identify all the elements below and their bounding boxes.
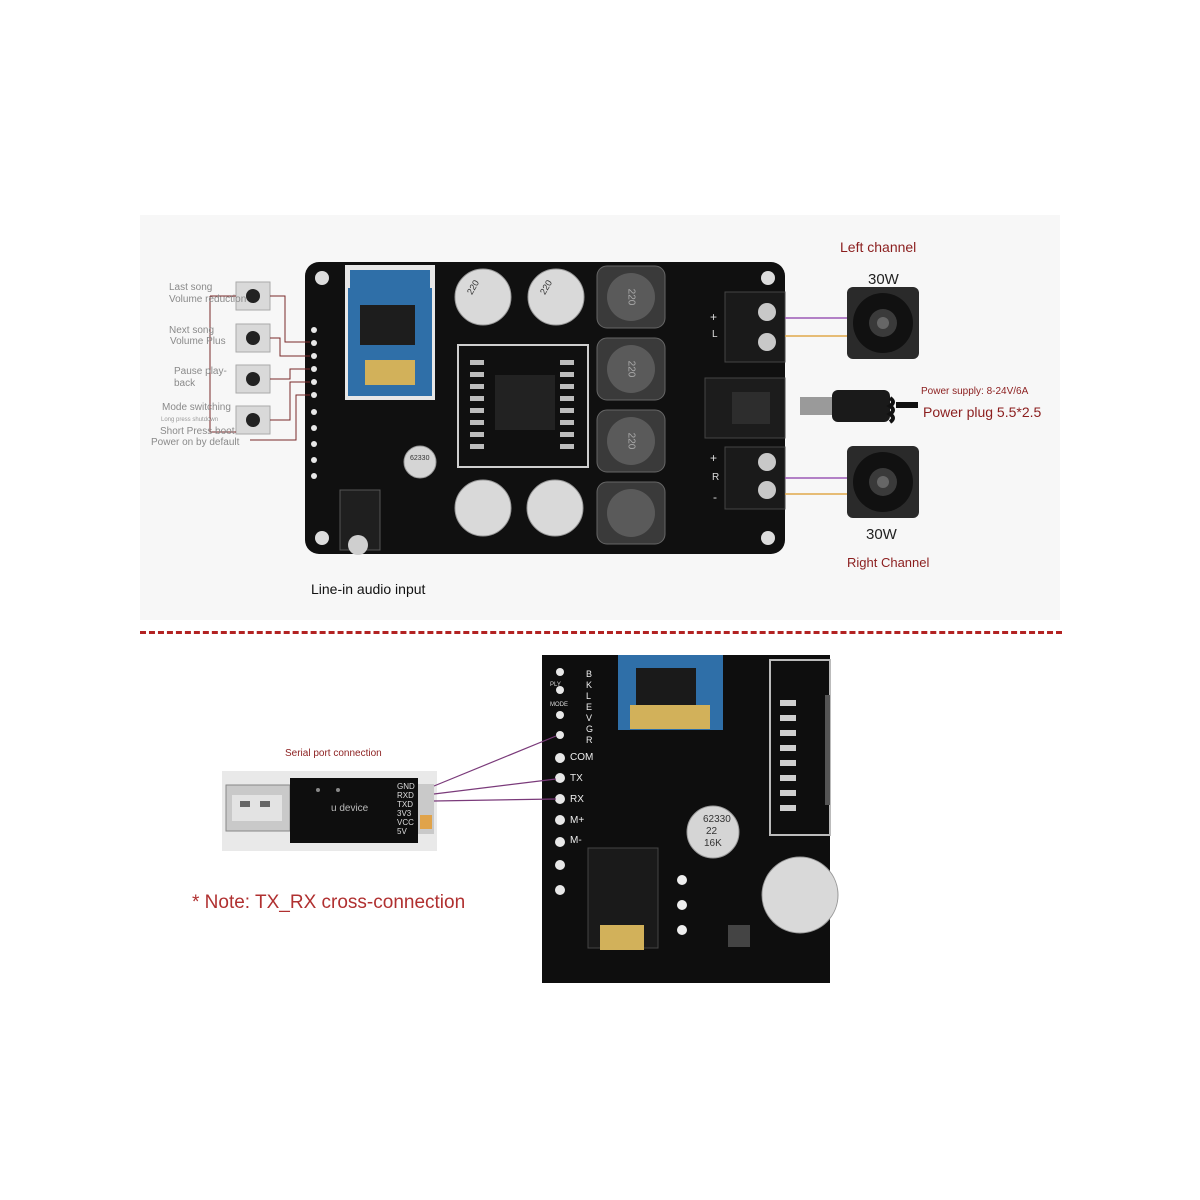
board-pin-mode: MODE [550,702,568,708]
left-speaker [847,287,919,359]
board-pin-rx: RX [570,794,584,805]
usb-pin-gnd: GND [397,782,415,791]
button-4-label-line1: Mode switching [162,402,231,413]
right-channel-power: 30W [866,526,897,543]
bottom-diagram [222,655,839,983]
button-3-label-line1: Pause play- [174,366,227,377]
inductor-2-mark: 220 [625,360,637,378]
zoom-small-cap-l3: 16K [704,838,722,849]
button-1-label-line2: Volume reduction [169,294,247,305]
usb-pin-vcc: VCC [397,818,414,827]
button-2-label-line1: Next song [169,325,215,336]
side-letter-l: L [586,691,592,701]
terminal-right-plus: + [710,451,718,465]
speaker-wires [785,317,847,495]
board-pin-ply: PLY [550,682,561,688]
inductor-3-mark: 220 [625,432,637,450]
side-letter-b: B [586,669,593,679]
button-wires [209,295,310,441]
button-2-label-line2: Volume Plus [170,336,226,347]
board-pin-m-plus: M+ [570,815,585,826]
note-text: * Note: TX_RX cross-connection [192,892,466,913]
left-channel-label: Left channel [840,239,917,255]
button-1-label-line1: Last song [169,282,213,293]
amplifier-board [305,262,786,555]
short-press-label: Short Press boot [160,426,235,437]
section-divider [140,631,1062,634]
usb-pin-rxd: RXD [397,791,414,800]
u-device-label: u device [331,803,369,814]
side-letter-r: R [586,735,593,745]
terminal-right-letter: R [712,472,720,483]
usb-adapter [225,778,434,843]
power-supply-label: Power supply: 8-24V/6A [921,386,1029,397]
usb-pin-3v3: 3V3 [397,809,412,818]
small-cap-mark: 62330 [410,455,430,462]
side-letter-g: G [586,724,594,734]
board-pin-m-minus: M- [570,835,582,846]
usb-pin-txd: TXD [397,800,413,809]
board-pin-labels: MODE PLY COM TX RX M+ M- [546,660,596,850]
terminal-left-letter: L [712,329,718,340]
side-letter-k: K [586,680,593,690]
button-4-label-line2: Long press shutdown [161,417,219,423]
zoom-small-cap-l1: 62330 [703,814,731,825]
power-plug-icon [800,390,918,424]
terminal-right-minus: - [713,490,717,504]
button-3-label-line2: back [174,378,196,389]
terminal-left-plus: + [710,310,718,324]
serial-wires [433,735,557,802]
usb-pin-5v: 5V [397,827,407,836]
top-diagram [209,262,919,555]
zoom-small-cap-l2: 22 [706,826,718,837]
left-channel-power: 30W [868,271,899,288]
side-letter-e: E [586,702,593,712]
power-default-label: Power on by default [151,437,240,448]
line-in-label: Line-in audio input [311,581,426,597]
right-channel-label: Right Channel [847,555,930,570]
power-plug-label: Power plug 5.5*2.5 [923,404,1042,420]
right-speaker [847,446,919,518]
side-letter-v: V [586,713,593,723]
zoomed-board [542,655,839,983]
tactile-buttons [235,281,271,435]
inductor-1-mark: 220 [625,288,637,306]
board-pin-tx: TX [570,773,583,784]
board-pin-com: COM [570,752,594,763]
serial-port-title: Serial port connection [285,748,382,759]
